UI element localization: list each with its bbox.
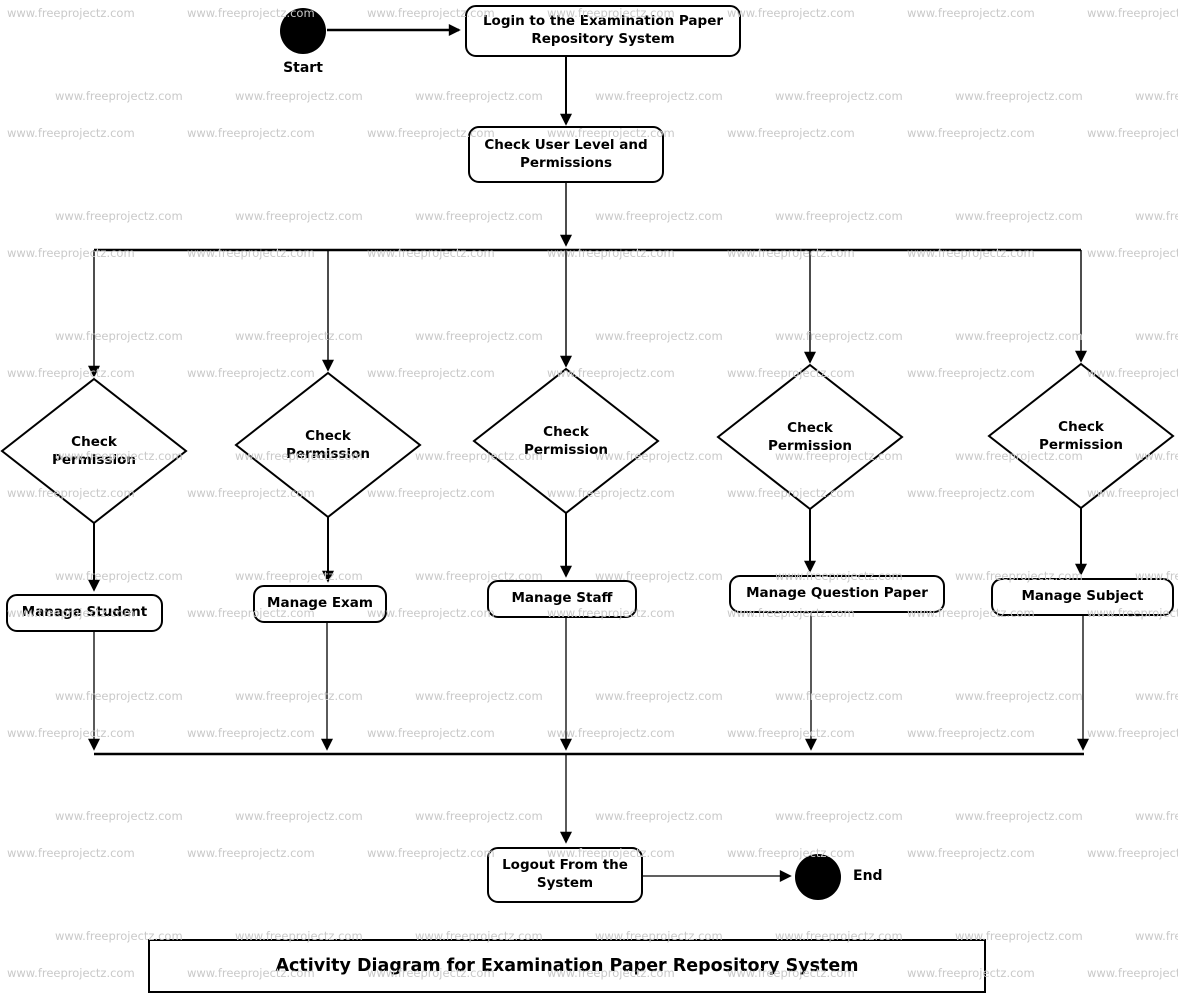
activity-manage-subject: Manage Subject bbox=[991, 578, 1174, 616]
diamond-shape bbox=[0, 377, 188, 525]
activity-manage-student-label: Manage Student bbox=[21, 604, 148, 621]
decision-node-1: Check Permission bbox=[0, 377, 188, 525]
decision-label-1: Check Permission bbox=[52, 433, 136, 468]
activity-logout: Logout From the System bbox=[487, 847, 643, 903]
diagram-title-box: Activity Diagram for Examination Paper R… bbox=[148, 939, 986, 993]
activity-manage-staff: Manage Staff bbox=[487, 580, 637, 618]
decision-label-2: Check Permission bbox=[286, 427, 370, 462]
activity-manage-subject-label: Manage Subject bbox=[1021, 588, 1144, 605]
activity-check-user-level: Check User Level and Permissions bbox=[468, 126, 664, 183]
activity-login: Login to the Examination Paper Repositor… bbox=[465, 5, 741, 57]
decision-label-5: Check Permission bbox=[1039, 418, 1123, 453]
activity-manage-question-paper-label: Manage Question Paper bbox=[746, 585, 928, 602]
end-label: End bbox=[853, 868, 883, 884]
activity-manage-question-paper: Manage Question Paper bbox=[729, 575, 945, 613]
diamond-shape bbox=[987, 362, 1175, 510]
activity-manage-student: Manage Student bbox=[6, 594, 163, 632]
diamond-shape bbox=[472, 367, 660, 515]
decision-node-3: Check Permission bbox=[472, 367, 660, 515]
start-node bbox=[280, 8, 326, 54]
diagram-title: Activity Diagram for Examination Paper R… bbox=[275, 956, 859, 976]
activity-manage-exam: Manage Exam bbox=[253, 585, 387, 623]
activity-login-label: Login to the Examination Paper Repositor… bbox=[482, 13, 724, 47]
decision-node-2: Check Permission bbox=[234, 371, 422, 519]
start-label: Start bbox=[283, 60, 323, 76]
decision-node-5: Check Permission bbox=[987, 362, 1175, 510]
activity-logout-label: Logout From the System bbox=[502, 857, 628, 891]
diamond-shape bbox=[234, 371, 422, 519]
end-node bbox=[795, 854, 841, 900]
activity-manage-exam-label: Manage Exam bbox=[267, 595, 373, 612]
diamond-shape bbox=[716, 363, 904, 511]
decision-node-4: Check Permission bbox=[716, 363, 904, 511]
activity-check-user-level-label: Check User Level and Permissions bbox=[484, 136, 648, 171]
decision-label-4: Check Permission bbox=[768, 419, 852, 454]
activity-manage-staff-label: Manage Staff bbox=[511, 590, 613, 607]
decision-label-3: Check Permission bbox=[524, 423, 608, 458]
